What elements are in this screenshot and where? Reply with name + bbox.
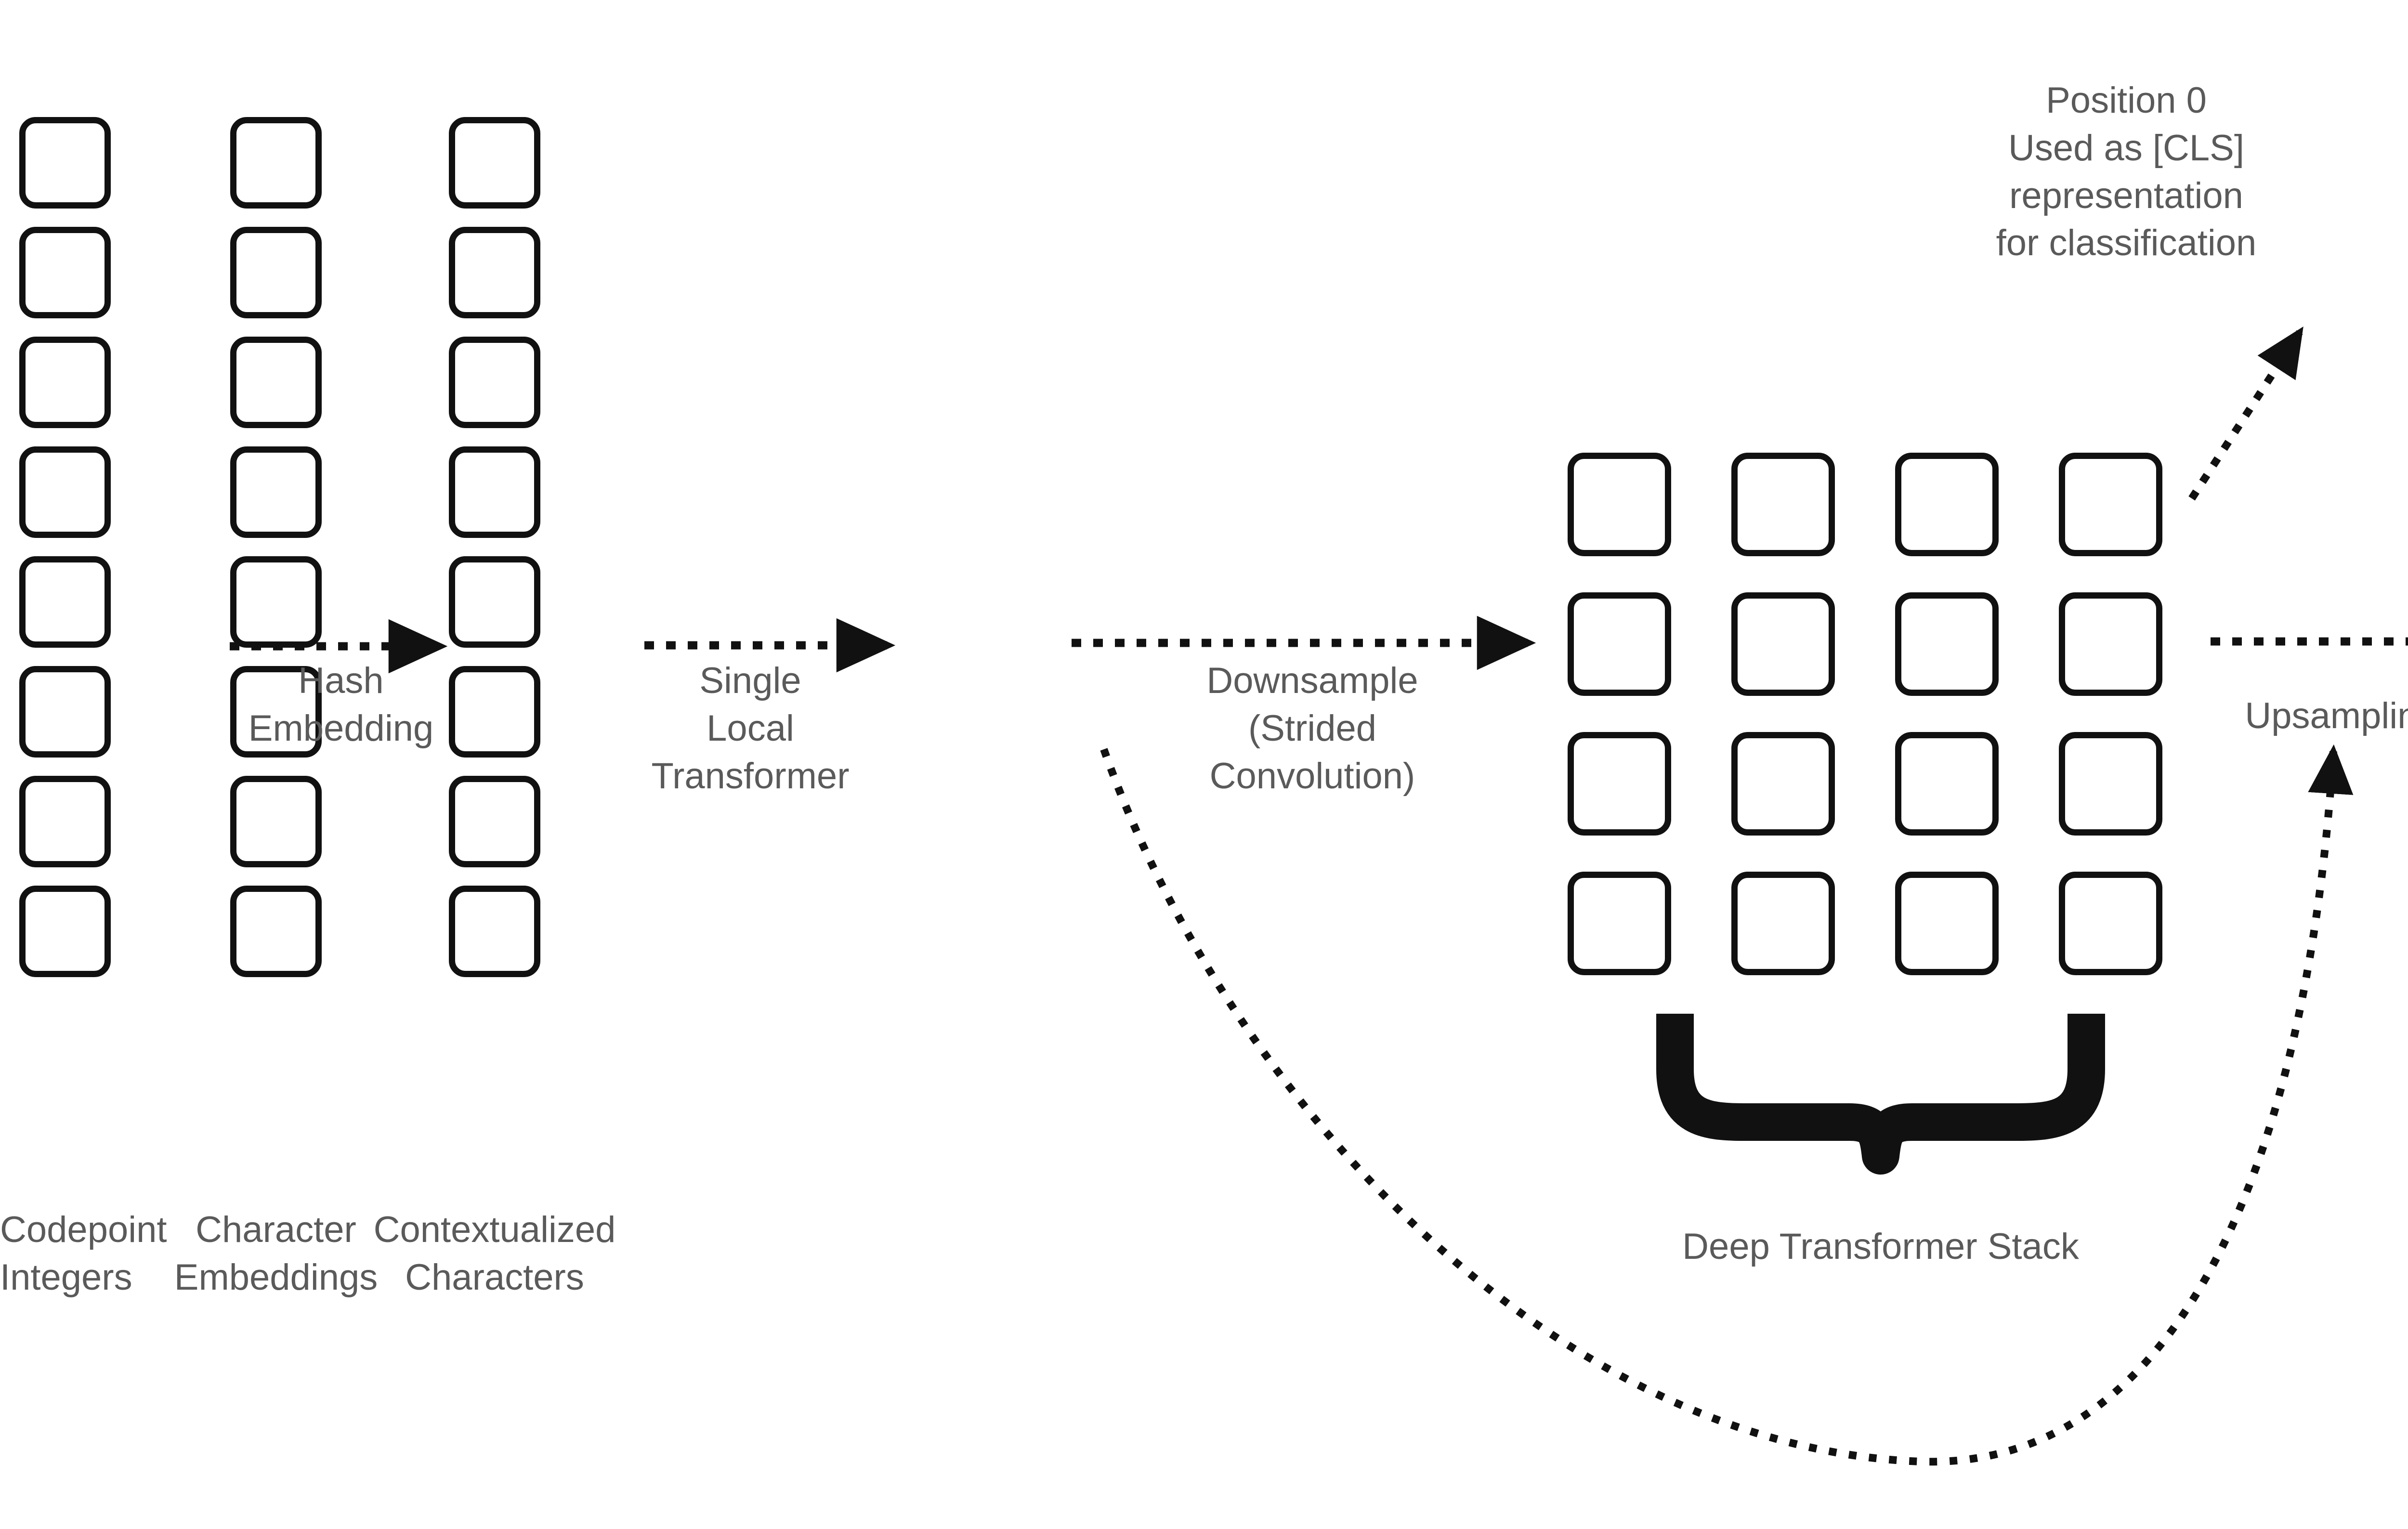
label-line: Deep Transformer Stack [1682, 1226, 2079, 1267]
label-line: Hash [298, 660, 384, 701]
label-line: (Strided [1248, 707, 1377, 749]
cell-deep-transformer-stack [1895, 453, 1999, 556]
label-line: Contextualized [373, 1209, 616, 1250]
cell-deep-transformer-stack [1568, 872, 1671, 975]
cell-deep-transformer-stack [1895, 872, 1999, 975]
label-line: Codepoint [0, 1209, 167, 1250]
cell-codepoint-integers [19, 227, 111, 318]
cell-codepoint-integers [19, 886, 111, 977]
label-line: Upsampling [2245, 695, 2408, 736]
label-line: Used as [CLS] [2008, 127, 2244, 169]
cell-codepoint-integers [19, 556, 111, 648]
label-line: Character [196, 1209, 356, 1250]
cell-codepoint-integers [19, 117, 111, 209]
deep-transformer-stack-label: Deep Transformer Stack [1592, 1223, 2170, 1271]
cell-deep-transformer-stack [2059, 872, 2162, 975]
cell-deep-transformer-stack [1731, 453, 1835, 556]
cell-deep-transformer-stack [1895, 592, 1999, 696]
label-line: Characters [405, 1256, 584, 1298]
label-line: Embedding [248, 707, 434, 749]
cell-character-embeddings [230, 227, 322, 318]
label-line: Transformer [651, 755, 850, 797]
cell-character-embeddings [230, 776, 322, 867]
label-line: Single [699, 660, 801, 701]
cell-contextualized-characters [449, 117, 540, 209]
label-line: for classification [1996, 222, 2257, 264]
cell-deep-transformer-stack [2059, 732, 2162, 836]
underbrace [1656, 1014, 2105, 1175]
cell-character-embeddings [230, 446, 322, 538]
cell-deep-transformer-stack [1568, 592, 1671, 696]
cell-character-embeddings [230, 666, 322, 758]
label-line: Embeddings [174, 1256, 378, 1298]
cell-contextualized-characters [449, 556, 540, 648]
cell-codepoint-integers [19, 446, 111, 538]
cell-contextualized-characters [449, 886, 540, 977]
cell-deep-transformer-stack [1731, 872, 1835, 975]
cell-codepoint-integers [19, 666, 111, 758]
arrow-position-zero-cls [2188, 326, 2303, 501]
cell-deep-transformer-stack [1731, 732, 1835, 836]
label-line: Local [707, 707, 794, 749]
cell-character-embeddings [230, 556, 322, 648]
arrow-label-upsampling: Upsampling [2197, 693, 2408, 740]
cell-deep-transformer-stack [1568, 453, 1671, 556]
cell-character-embeddings [230, 886, 322, 977]
cell-deep-transformer-stack [2059, 453, 2162, 556]
cell-contextualized-characters [449, 776, 540, 867]
cell-deep-transformer-stack [2059, 592, 2162, 696]
cell-deep-transformer-stack [1895, 732, 1999, 836]
annotation-position-zero-cls: Position 0 Used as [CLS] representation for… [1929, 77, 2324, 267]
cell-contextualized-characters [449, 337, 540, 428]
cell-deep-transformer-stack [1568, 732, 1671, 836]
label-line: representation [2009, 175, 2243, 216]
skip-connection-curve [1100, 744, 2354, 1466]
cell-contextualized-characters [449, 446, 540, 538]
cell-codepoint-integers [19, 776, 111, 867]
label-line: Position 0 [2046, 80, 2207, 121]
cell-contextualized-characters [449, 666, 540, 758]
cell-character-embeddings [230, 117, 322, 209]
cell-codepoint-integers [19, 337, 111, 428]
label-line: Downsample [1206, 660, 1418, 701]
label-line: Convolution) [1209, 755, 1415, 797]
cell-deep-transformer-stack [1731, 592, 1835, 696]
cell-character-embeddings [230, 337, 322, 428]
label-line: Integers [0, 1256, 132, 1298]
cell-contextualized-characters [449, 227, 540, 318]
